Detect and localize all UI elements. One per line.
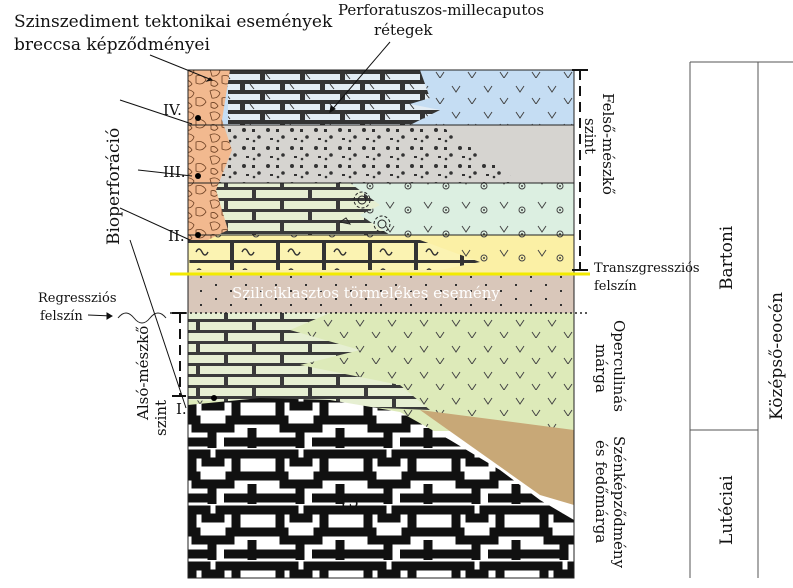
bracket-felso-meszko (572, 69, 588, 271)
strata-column (187, 69, 575, 579)
label-operculinas-line2: márga (592, 344, 610, 393)
label-breccia-line1: Szinszediment tektonikai események (14, 12, 333, 32)
bracket-also-meszko (172, 312, 186, 397)
label-luteciai: Lutéciai (717, 475, 737, 545)
layer-lower-limestone (188, 313, 430, 410)
label-breccia-line2: breccsa képződményei (14, 35, 210, 55)
bioperforation-dot-iv (195, 115, 201, 121)
label-t3: T3 (338, 492, 359, 511)
bioperforation-dot-ii (195, 232, 201, 238)
label-sziliciklasztos: Sziliciklasztos törmelékes esemény (232, 284, 500, 302)
layer-coal (420, 410, 574, 505)
label-roman-i: I. (176, 400, 187, 418)
label-felso-meszko-line1: Felső-mészkő (599, 93, 617, 195)
label-regresszios-line2: felszín (40, 309, 83, 324)
label-felso-meszko-line2: szint (581, 118, 599, 154)
label-szenkepzodmeny-line1: Szénképződmény (610, 436, 628, 569)
label-regresszios-line1: Regressziós (38, 291, 117, 306)
label-perforatus-line2: rétegek (374, 21, 433, 39)
bioperforation-dot-i (211, 395, 217, 401)
bioperforation-dot-iii (195, 173, 201, 179)
layer-t3-basement (188, 398, 574, 578)
leader-lines (87, 41, 391, 409)
label-roman-iii: III. (163, 163, 186, 181)
label-perforatus-line1: Perforatuszos-millecaputos (338, 1, 544, 19)
stage-columns (689, 61, 793, 578)
label-roman-iv: IV. (163, 101, 182, 119)
label-bioperforacio: Bioperforáció (104, 128, 124, 245)
label-bartoni: Bartoni (717, 225, 737, 290)
label-transzgresszios-line2: felszín (594, 279, 637, 294)
regression-wave (117, 312, 167, 324)
layer-breccia (188, 70, 232, 240)
label-also-meszko-line2: szint (152, 400, 170, 436)
label-transzgresszios-line1: Transzgressziós (594, 261, 700, 276)
label-also-meszko-line1: Alsó-mészkő (134, 326, 152, 421)
fossil-markers (338, 191, 391, 233)
label-szenkepzodmeny-line2: és fedőmárga (592, 440, 610, 543)
layer-siliciclastic (188, 275, 574, 313)
layer-blue-limestone (228, 70, 440, 125)
label-kozepso-eocen: Középső-eocén (767, 292, 787, 420)
label-roman-ii: II. (168, 227, 185, 245)
layer-mint-limestone (210, 183, 390, 235)
label-operculinas-line1: Operculinás (610, 320, 628, 412)
